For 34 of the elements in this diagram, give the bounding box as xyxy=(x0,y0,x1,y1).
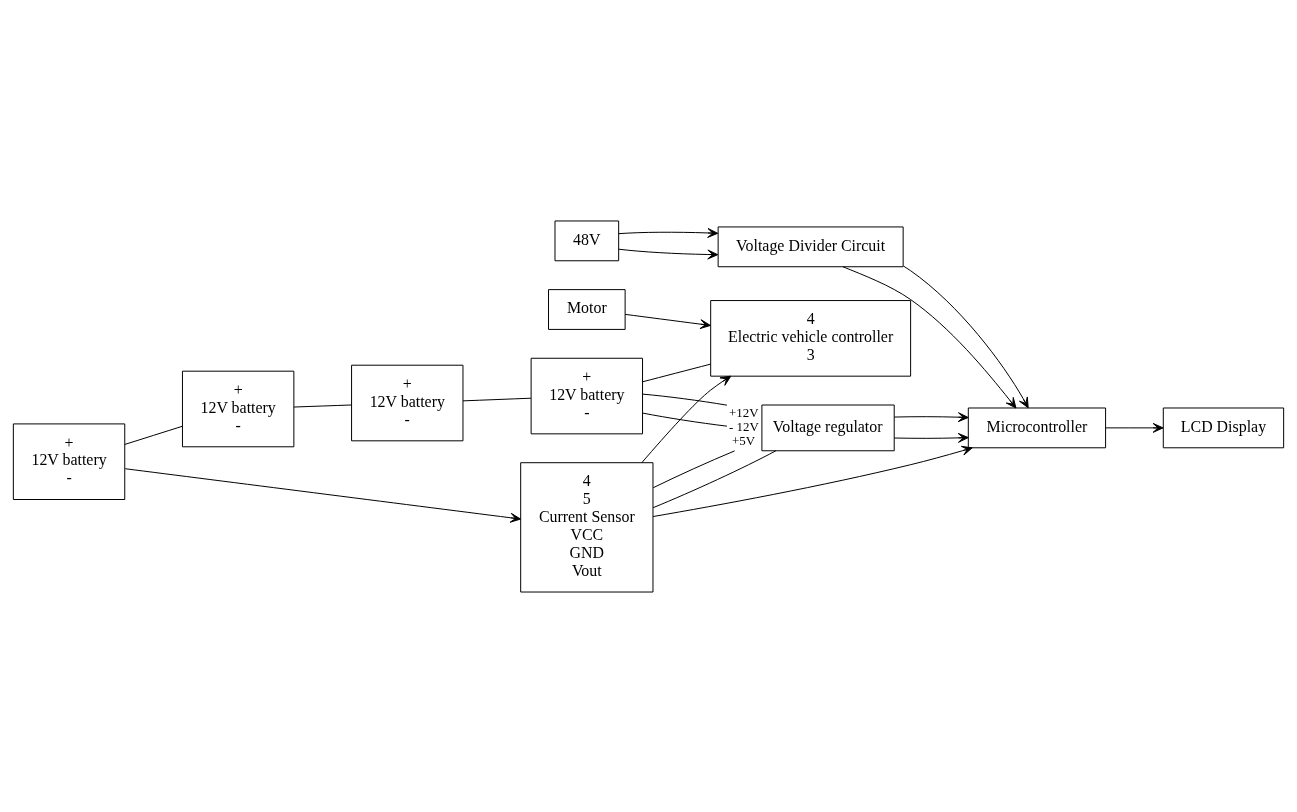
connector xyxy=(124,425,183,445)
arrow xyxy=(652,445,973,517)
arrow xyxy=(893,411,969,422)
arrow xyxy=(641,375,732,463)
node-box: + 12V battery - xyxy=(530,357,644,434)
arrow xyxy=(618,248,719,259)
connector xyxy=(642,393,728,406)
arrow xyxy=(124,467,522,523)
node-box: Voltage regulator xyxy=(761,404,895,451)
node-box: + 12V battery - xyxy=(12,422,126,500)
node-box: Motor xyxy=(548,288,626,330)
node-box: 4 5 Current Sensor VCC GND Vout xyxy=(520,461,654,592)
node-label: +12V xyxy=(729,404,759,420)
arrow xyxy=(842,265,1017,408)
connector xyxy=(652,449,777,508)
connector xyxy=(642,412,728,427)
node-box: + 12V battery - xyxy=(351,364,464,441)
node-label: - 12V xyxy=(729,418,759,434)
node-box: LCD Display xyxy=(1162,407,1285,448)
node-label: +5V xyxy=(732,432,756,448)
arrow xyxy=(903,265,1029,408)
connector xyxy=(642,363,711,382)
connector xyxy=(652,449,736,488)
connector xyxy=(462,397,532,401)
connector xyxy=(293,404,352,408)
node-box: 48V xyxy=(554,220,620,261)
arrow xyxy=(893,432,969,443)
node-box: Voltage Divider Circuit xyxy=(717,225,904,267)
arrow xyxy=(624,313,711,329)
node-box: Microcontroller xyxy=(967,407,1107,448)
node-box: + 12V battery - xyxy=(181,370,295,447)
arrow xyxy=(1105,422,1164,433)
arrow xyxy=(618,227,719,238)
node-box: 4 Electric vehicle controller 3 xyxy=(710,299,912,377)
